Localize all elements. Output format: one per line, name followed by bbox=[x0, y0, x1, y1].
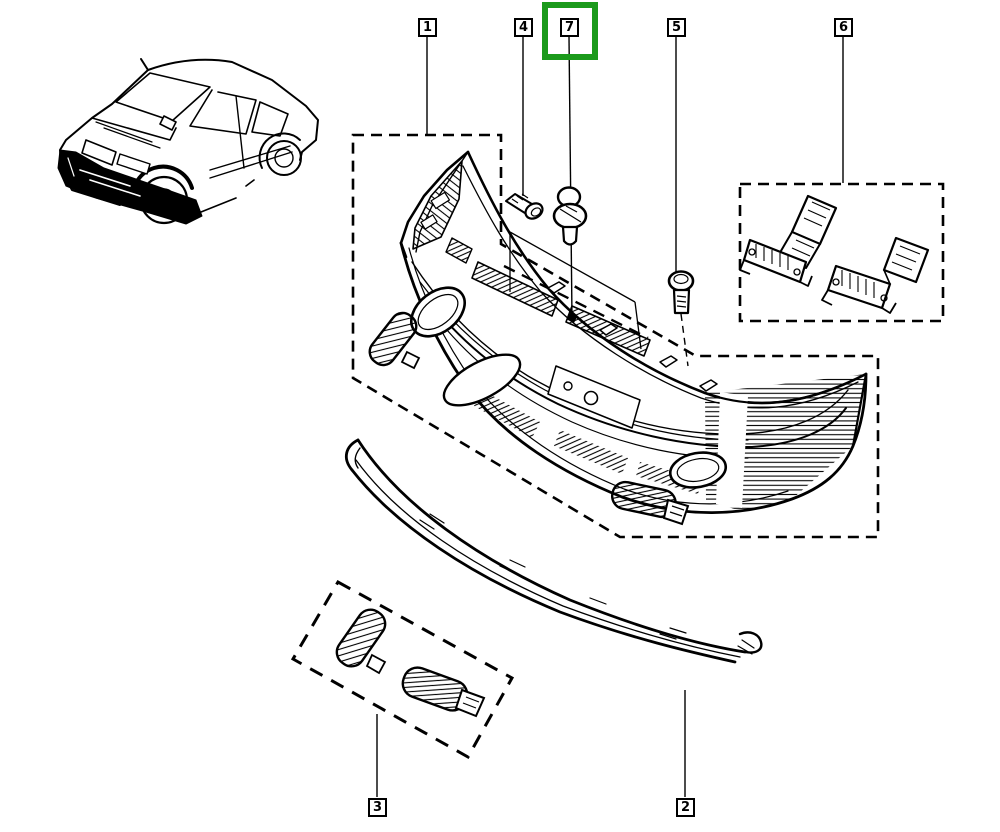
screw-part-4 bbox=[505, 193, 544, 220]
callout-7[interactable]: 7 bbox=[560, 18, 579, 37]
cover-kit-item-2 bbox=[401, 666, 486, 718]
callout-6[interactable]: 6 bbox=[834, 18, 853, 37]
callout-2[interactable]: 2 bbox=[676, 798, 695, 817]
thumbnail-front-bumper-highlight bbox=[57, 149, 203, 225]
callout-4[interactable]: 4 bbox=[514, 18, 533, 37]
callout-1-label: 1 bbox=[422, 20, 433, 35]
cover-kit-item-1 bbox=[335, 608, 387, 675]
callout-4-label: 4 bbox=[518, 20, 529, 35]
bumper-zone-dashed-outline bbox=[351, 133, 880, 539]
front-bumper bbox=[399, 150, 868, 515]
leader-lines bbox=[376, 36, 844, 797]
callout-2-label: 2 bbox=[680, 800, 691, 815]
callout-6-label: 6 bbox=[838, 20, 849, 35]
callout-3-label: 3 bbox=[372, 800, 383, 815]
leader-line-7 bbox=[568, 36, 573, 319]
callout-3[interactable]: 3 bbox=[368, 798, 387, 817]
blanking-cover-centre bbox=[611, 480, 690, 526]
bolt-part-5 bbox=[667, 270, 695, 315]
clip-fixing-point bbox=[566, 312, 578, 323]
lower-trim-strip bbox=[344, 438, 763, 664]
selected-callout-highlight bbox=[542, 2, 598, 60]
cover-kit-box bbox=[290, 579, 515, 760]
bracket-kit-box bbox=[738, 182, 945, 323]
bracket-left bbox=[739, 194, 838, 287]
callout-1[interactable]: 1 bbox=[418, 18, 437, 37]
leader-line-5-dashed bbox=[680, 313, 689, 367]
clip-part-7 bbox=[552, 186, 588, 246]
callout-5-label: 5 bbox=[671, 20, 682, 35]
callout-5[interactable]: 5 bbox=[667, 18, 686, 37]
vehicle-thumbnail bbox=[57, 58, 319, 225]
callout-7-label: 7 bbox=[564, 20, 575, 35]
bracket-right bbox=[821, 236, 930, 314]
blanking-cover-left bbox=[368, 311, 421, 370]
